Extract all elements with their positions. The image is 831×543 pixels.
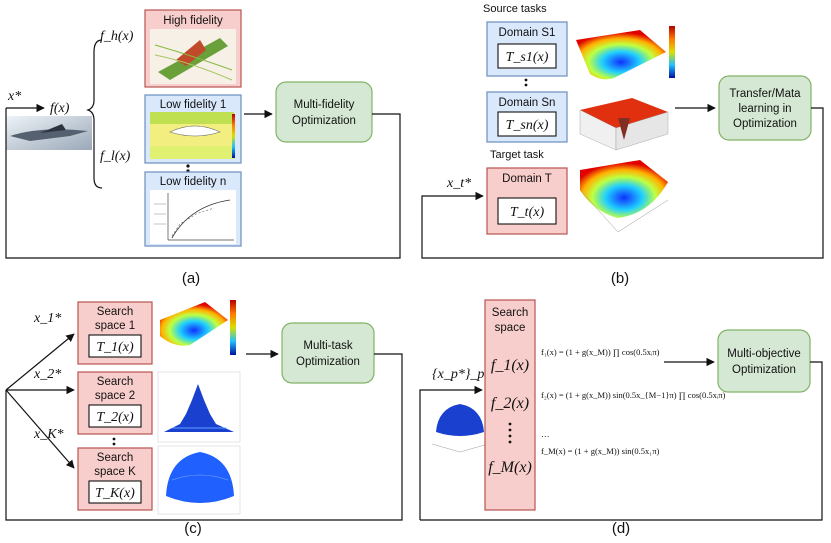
target-t-surface-plot [579,160,669,233]
feedback-loop-b [421,107,824,259]
objective-f2-label: f_2(x) [491,395,529,412]
equation-fm: f_M(x) = (1 + g(x_M)) sin(0.5x₁π) [541,446,660,456]
caption-b: (b) [611,270,629,287]
optimizer-a-line2: Optimization [292,115,356,127]
domain-t-label: Domain T [502,173,552,185]
search-space-k-line2: space K [94,466,136,478]
feedback-loop-d [420,361,823,521]
input-x-star-label: x* [7,89,21,104]
task-2-label: T_2(x) [96,410,134,425]
ellipsis-dots-b [524,78,528,87]
optimizer-b-line3: Optimization [733,118,797,130]
fidelity-brace [86,39,103,189]
target-task-label: Target task [490,149,544,161]
optimizer-d-line2: Optimization [732,364,796,376]
task-1-surface-plot [160,300,236,355]
optimizer-b-line1: Transfer/Mata [729,88,801,100]
fl-label: f_l(x) [100,149,131,164]
task-t-label: T_t(x) [510,205,545,220]
ellipsis-dots-c [112,437,116,446]
task-s1-box [497,43,557,69]
panel-b: Source tasks Domain S1 T_s1(x) Domain Sn… [421,3,824,287]
search-space-2-line2: space 2 [95,390,135,402]
input-xt-star-label: x_t* [446,176,471,191]
arrow-to-space-1 [5,333,75,391]
caption-c: (c) [184,520,202,537]
task-s1-label: T_s1(x) [506,50,549,65]
multi-objective-optimizer-box [717,329,811,393]
input-pareto-set-label: {x_p*}_p^P [432,367,499,382]
source-tasks-label: Source tasks [483,3,547,15]
arrow-to-space-k [5,389,75,469]
low-fidelity-1-label: Low fidelity 1 [160,99,226,111]
optimizer-c-line1: Multi-task [303,340,352,352]
optimizer-a-line1: Multi-fidelity [294,99,355,111]
feedback-loop-a [5,108,401,259]
low-fidelity-n-image [150,190,236,244]
task-sn-label: T_sn(x) [506,118,549,133]
input-x2-star-label: x_2* [33,367,61,382]
objective-f1-label: f_1(x) [491,357,529,374]
aircraft-image [6,116,92,150]
panel-a: x* f(x) f_h(x) f_l(x) High fidelity Low … [5,9,401,287]
input-x1-star-label: x_1* [33,311,61,326]
task-2-box [88,404,142,428]
equation-f1: f₁(x) = (1 + g(x_M)) ∏ cos(0.5xᵢπ) [541,347,660,357]
panel-d: {x_p*}_p^P Search space f_1(x) f_2(x) f_… [419,299,823,537]
task-k-label: T_K(x) [95,486,135,501]
optimizer-d-line1: Multi-objective [727,348,801,360]
task-t-box [497,197,557,225]
feedback-loop-c [5,353,403,521]
equation-f2: f₂(x) = (1 + g(x_M)) sin(0.5x_{M−1}π) ∏ … [541,390,726,400]
caption-a: (a) [182,270,200,287]
multi-task-optimizer-box [281,322,375,384]
ellipsis-dots-d [508,422,512,444]
input-xk-star-label: x_K* [33,427,64,442]
pareto-front-plot [431,404,489,453]
high-fidelity-image [150,29,236,84]
task-sn-box [497,111,557,137]
input-arrow-d [419,385,483,520]
domain-s1-label: Domain S1 [499,27,556,39]
high-fidelity-label: High fidelity [163,15,223,27]
source-s1-surface-plot [576,26,675,80]
caption-d: (d) [612,520,630,537]
equation-ellipsis: … [541,429,550,439]
domain-sn-label: Domain Sn [499,97,556,109]
fh-label: f_h(x) [100,29,134,44]
task-1-label: T_1(x) [96,340,134,355]
fx-label: f(x) [50,101,70,116]
search-space-1-line2: space 1 [95,320,135,332]
search-space-1-line1: Search [97,306,133,318]
multi-fidelity-optimizer-box [275,81,373,143]
search-space-box [484,299,536,511]
task-1-box [88,334,142,358]
task-k-surface-plot [157,445,241,515]
search-space-line2: space [495,322,526,334]
low-fidelity-1-image [150,112,235,159]
search-space-line1: Search [492,307,528,319]
optimizer-b-line2: learning in [738,103,791,115]
objective-fm-label: f_M(x) [488,459,532,476]
optimizer-c-line2: Optimization [296,356,360,368]
source-sn-surface-plot [579,98,669,151]
low-fidelity-n-label: Low fidelity n [160,176,226,188]
search-space-2-line1: Search [97,376,133,388]
search-space-k-line1: Search [97,452,133,464]
panel-c: x_1* x_2* x_K* Search space 1 T_1(x) Sea… [5,300,403,537]
task-k-box [88,480,142,504]
task-2-surface-plot [157,371,241,443]
